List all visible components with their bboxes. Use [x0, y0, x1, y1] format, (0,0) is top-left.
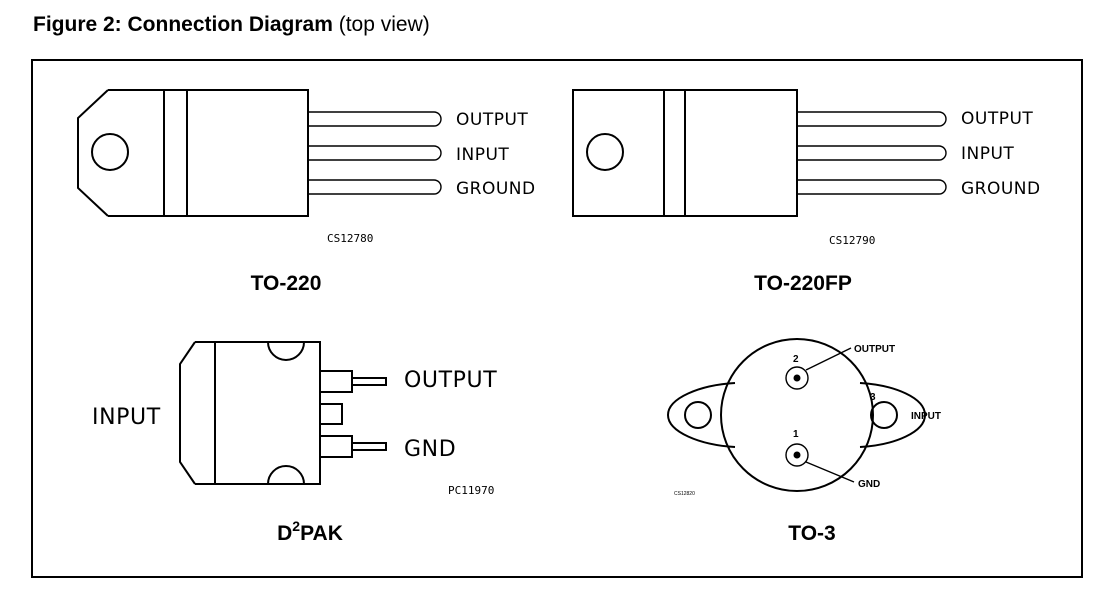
d2pak-package: OUTPUT GND INPUT PC11970 D2PAK: [92, 341, 497, 545]
d2pak-tab-outline: [179, 341, 196, 485]
d2pak-input-label: INPUT: [92, 405, 161, 430]
to3-flange-left: [666, 382, 736, 448]
to3-leader-gnd: [805, 461, 855, 483]
d2pak-pin-gnd: [320, 435, 387, 458]
d2pak-notch: [267, 465, 305, 485]
to3-can-outline: [720, 338, 874, 492]
to3-pin-number: 2: [793, 354, 799, 365]
to220fp-pin-output: [797, 111, 947, 127]
to3-gnd-label: GND: [858, 479, 880, 490]
to3-pin-dot: [793, 374, 801, 382]
d2pak-center-tab: [319, 403, 343, 425]
to3-input-label: INPUT: [911, 411, 941, 422]
d2pak-package-name: D2PAK: [277, 518, 343, 545]
to220-tab-outline: [77, 89, 109, 217]
to220-body-outline: [108, 89, 309, 217]
to3-pin-number: 1: [793, 429, 799, 440]
figure-title: Figure 2: Connection Diagram (top view): [33, 13, 430, 37]
d2pak-output-label: OUTPUT: [404, 368, 497, 393]
to220fp-pin-label: GROUND: [961, 179, 1041, 199]
to3-flange-right: [859, 382, 927, 448]
to220fp-pin-ground: [797, 179, 947, 195]
figure-title-bold: Figure 2: Connection Diagram: [33, 13, 333, 36]
to220-pin-ground: [308, 179, 442, 195]
to3-pin-gnd: [785, 443, 809, 467]
d2pak-notch: [267, 341, 305, 361]
diagram-frame: [31, 59, 1083, 578]
to220fp-pin-input: [797, 145, 947, 161]
to220fp-drawing-code: CS12790: [829, 234, 875, 247]
to220-pin-output: [308, 111, 442, 127]
to220fp-package: OUTPUT INPUT GROUND CS12790 TO-220FP: [572, 89, 1041, 295]
d2pak-body-outline: [195, 341, 321, 485]
to3-mounting-hole: [870, 401, 898, 429]
to220-pin-input: [308, 145, 442, 161]
d2pak-pin-output: [320, 370, 387, 393]
to220-package: OUTPUT INPUT GROUND CS12780 TO-220: [77, 89, 536, 295]
to220-package-name: TO-220: [251, 272, 322, 295]
to3-pin-number: 3: [870, 392, 876, 403]
to3-output-label: OUTPUT: [854, 344, 895, 355]
to220-pin-label: INPUT: [456, 145, 509, 165]
to220-drawing-code: CS12780: [327, 232, 373, 245]
to3-package: 2 1 3 OUTPUT GND INPUT CS12820 TO-3: [666, 338, 941, 545]
to220fp-pin-label: OUTPUT: [961, 109, 1033, 129]
to220-mounting-hole: [91, 133, 129, 171]
to220fp-package-name: TO-220FP: [754, 272, 852, 295]
to3-pin-output: [785, 366, 809, 390]
to220-pin-label: OUTPUT: [456, 110, 528, 130]
d2pak-drawing-code: PC11970: [448, 484, 494, 497]
d2pak-gnd-label: GND: [404, 437, 456, 462]
to3-mounting-hole: [684, 401, 712, 429]
to220-pin-label: GROUND: [456, 179, 536, 199]
figure-title-subtitle: (top view): [338, 13, 430, 36]
to3-pin-dot: [793, 451, 801, 459]
to3-drawing-code: CS12820: [674, 491, 695, 497]
to3-leader-output: [805, 347, 852, 371]
to3-package-name: TO-3: [788, 522, 835, 545]
to220fp-mounting-hole: [586, 133, 624, 171]
to220fp-pin-label: INPUT: [961, 144, 1014, 164]
